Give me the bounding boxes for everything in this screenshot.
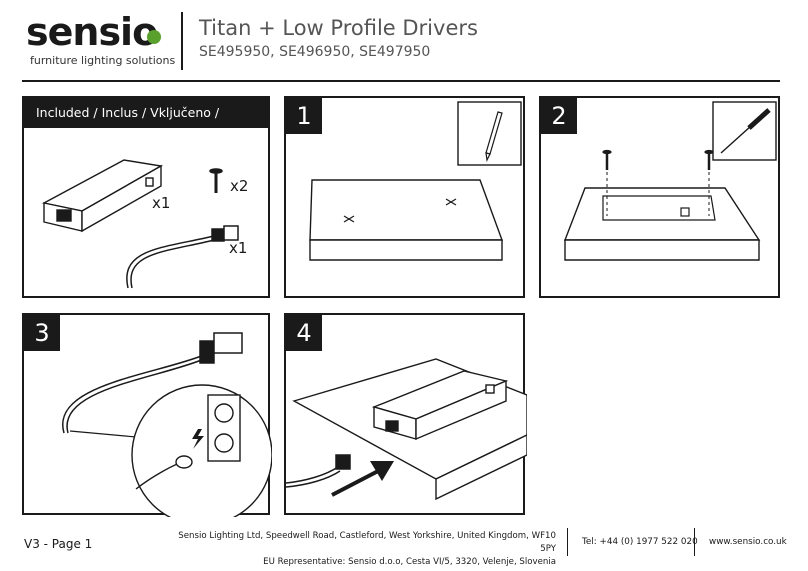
mounted-driver xyxy=(602,195,716,221)
step-4-illustration xyxy=(286,358,527,501)
step-2-number: 2 xyxy=(541,98,577,134)
brand-tagline: furniture lighting solutions xyxy=(30,54,176,67)
pencil-icon xyxy=(485,111,503,162)
step-3-panel: 3 xyxy=(22,313,272,517)
step-4-panel: 4 xyxy=(284,313,527,515)
lightning-icon xyxy=(192,429,204,449)
zoom-circle xyxy=(131,384,272,517)
step-2-panel: 2 xyxy=(539,96,780,298)
brand-logo: sensio xyxy=(26,10,158,54)
screw-icon xyxy=(602,149,714,170)
step-2-illustration xyxy=(563,101,777,261)
product-codes: SE495950, SE496950, SE497950 xyxy=(199,44,431,60)
step-4-number: 4 xyxy=(286,315,322,351)
included-heading: Included / Inclus / Vključeno / Uključen… xyxy=(24,98,270,150)
header-rule xyxy=(22,80,780,82)
driver-unit-icon xyxy=(371,370,509,441)
step-1-illustration xyxy=(309,101,522,261)
driver-quantity: x1 xyxy=(152,194,171,212)
header-divider xyxy=(181,12,183,70)
included-illustration xyxy=(41,159,239,289)
marking-cross-icon xyxy=(343,198,457,223)
insert-arrow-icon xyxy=(331,461,394,497)
page-version: V3 - Page 1 xyxy=(24,537,93,551)
cable-icon xyxy=(61,332,243,434)
phone-number: Tel: +44 (0) 1977 522 020 xyxy=(582,537,698,547)
included-panel: Included / Inclus / Vključeno / Uključen… xyxy=(22,96,270,298)
step-3-number: 3 xyxy=(24,315,60,351)
footer-divider xyxy=(567,528,568,556)
screwdriver-icon xyxy=(720,108,771,154)
footer-divider xyxy=(694,528,695,556)
step-1-number: 1 xyxy=(286,98,322,134)
screw-icon xyxy=(209,168,223,193)
shelf-board xyxy=(309,179,504,261)
address-line-1: Sensio Lighting Ltd, Speedwell Road, Cas… xyxy=(178,531,556,554)
driver-unit-icon xyxy=(41,159,164,233)
screw-quantity: x2 xyxy=(230,177,249,195)
company-address: Sensio Lighting Ltd, Speedwell Road, Cas… xyxy=(170,530,556,569)
cable-icon xyxy=(126,225,239,289)
step-3-illustration xyxy=(61,332,272,517)
address-line-2: EU Representative: Sensio d.o.o, Cesta V… xyxy=(263,557,556,567)
brand-logo-dot xyxy=(147,30,161,44)
website-link[interactable]: www.sensio.co.uk xyxy=(709,537,787,547)
cable-quantity: x1 xyxy=(229,239,248,257)
document-title: Titan + Low Profile Drivers xyxy=(199,16,478,40)
plug-icon xyxy=(135,455,193,490)
wall-socket-icon xyxy=(207,394,241,462)
step-1-panel: 1 xyxy=(284,96,525,298)
cable-icon xyxy=(286,454,351,488)
